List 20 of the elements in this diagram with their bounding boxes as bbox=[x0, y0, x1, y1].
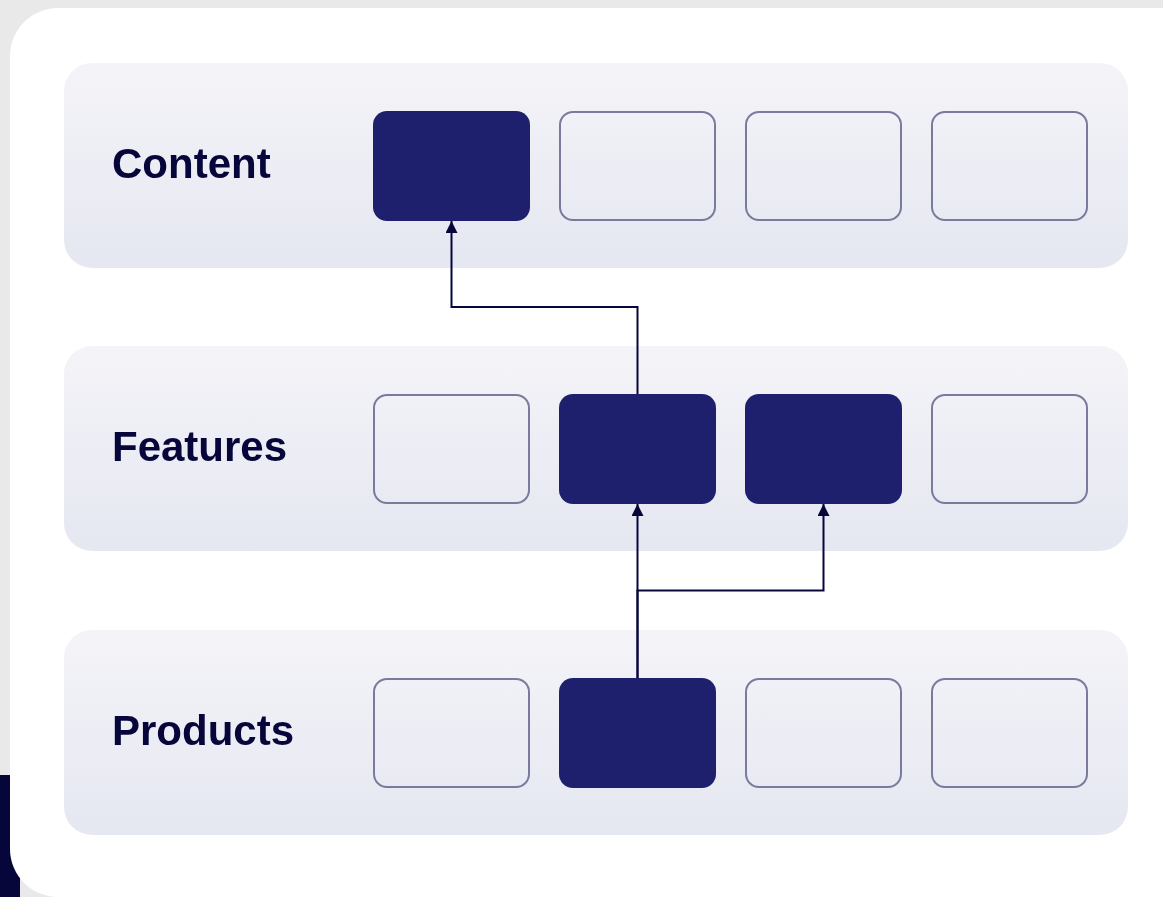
layer-band bbox=[64, 630, 1128, 835]
layer-label: Products bbox=[112, 706, 295, 755]
outlined-box bbox=[931, 394, 1088, 504]
outlined-box bbox=[373, 394, 530, 504]
outlined-box bbox=[745, 111, 902, 221]
outlined-box bbox=[373, 678, 530, 788]
outlined-box bbox=[931, 678, 1088, 788]
layer-label: Content bbox=[112, 139, 271, 188]
outlined-box bbox=[745, 678, 902, 788]
filled-box bbox=[373, 111, 530, 221]
arrow bbox=[636, 503, 830, 679]
filled-box bbox=[745, 394, 902, 504]
outlined-box bbox=[559, 111, 716, 221]
filled-box bbox=[559, 394, 716, 504]
arrow bbox=[445, 220, 639, 395]
filled-box bbox=[559, 678, 716, 788]
layer-label: Features bbox=[112, 422, 288, 471]
layer-band bbox=[64, 346, 1128, 551]
layer-band bbox=[64, 63, 1128, 268]
outlined-box bbox=[931, 111, 1088, 221]
